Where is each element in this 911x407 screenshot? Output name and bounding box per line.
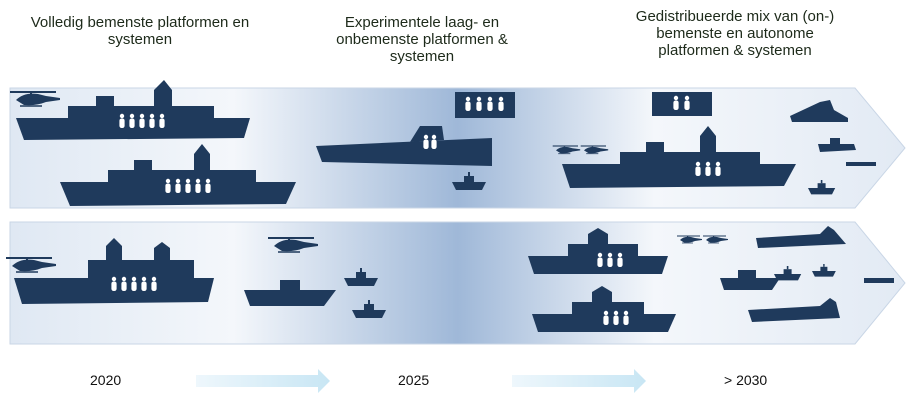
warship-icon [316, 126, 492, 166]
heading-phase3: Gedistribueerde mix van (on-) bemenste e… [620, 8, 850, 59]
heading-phase3-text: Gedistribueerde mix van (on-) bemenste e… [635, 8, 835, 59]
crew-icon [455, 92, 515, 118]
timeline-arrow-icon [196, 369, 330, 393]
heading-phase2-text: Experimentele laag- en onbemenste platfo… [336, 14, 508, 65]
drone-vessel-icon [818, 138, 856, 152]
drone-vessel-icon [748, 298, 840, 322]
heading-phase1-text: Volledig bemenste platformen en systemen [30, 14, 250, 48]
heading-phase1: Volledig bemenste platformen en systemen [10, 14, 270, 48]
warship-icon [562, 126, 796, 188]
bottom-band [9, 221, 906, 345]
drone-vessel-icon [756, 226, 846, 248]
warship-icon [528, 228, 668, 274]
fast-boat-icon [244, 280, 336, 306]
warship-icon [532, 286, 676, 332]
timeline-year-2020: 2020 [90, 372, 122, 388]
crew-icon [652, 92, 712, 116]
heading-phase2: Experimentele laag- en onbemenste platfo… [322, 14, 522, 65]
fast-boat-icon [720, 270, 780, 290]
timeline-year-2025: 2025 [398, 372, 430, 388]
warship-icon [60, 144, 296, 206]
timeline-arrow-icon [512, 369, 646, 393]
drone-vessel-icon [790, 100, 848, 122]
drone-vessel-icon [846, 162, 876, 166]
warship-icon [14, 238, 214, 304]
timeline-year-2030: > 2030 [724, 372, 768, 388]
warship-icon [16, 80, 250, 140]
drone-vessel-icon [864, 278, 894, 283]
